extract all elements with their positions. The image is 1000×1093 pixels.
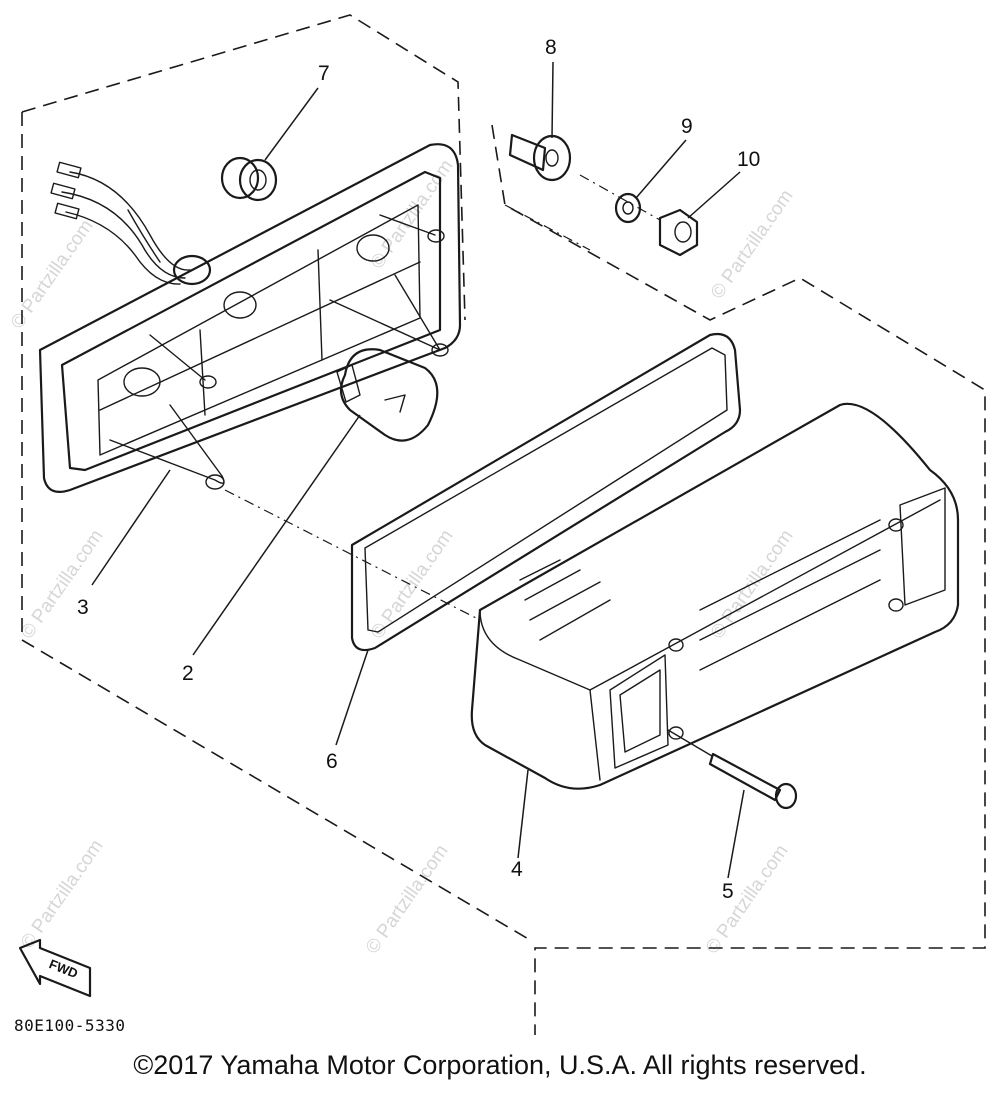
watermark: © Partzilla.com — [17, 836, 108, 953]
copyright-notice: ©2017 Yamaha Motor Corporation, U.S.A. A… — [133, 1050, 867, 1080]
watermark: © Partzilla.com — [17, 526, 108, 643]
gasket-part — [350, 332, 742, 652]
nut-part — [658, 208, 699, 257]
watermark: © Partzilla.com — [367, 156, 458, 273]
tail-light-housing — [38, 143, 462, 493]
watermark: © Partzilla.com — [702, 841, 793, 958]
callout-number: 3 — [77, 596, 89, 619]
bulb-part — [336, 348, 439, 442]
lens-part — [470, 402, 960, 790]
screw-part — [667, 729, 798, 810]
watermark: © Partzilla.com — [362, 841, 453, 958]
grommet-part — [220, 156, 278, 202]
callout-number: 8 — [545, 36, 557, 59]
callout-number: 6 — [326, 750, 338, 773]
watermark-layer: © Partzilla.com © Partzilla.com © Partzi… — [7, 156, 798, 958]
callout-number: 4 — [511, 858, 523, 881]
drawing-code: 80E100-5330 — [14, 1016, 126, 1035]
assembly-outline — [21, 14, 986, 1035]
leader-lines — [91, 61, 745, 879]
callout-number: 10 — [737, 148, 761, 171]
callout-number: 2 — [182, 662, 194, 685]
washer-part — [614, 192, 642, 224]
watermark: © Partzilla.com — [7, 216, 98, 333]
callout-number: 9 — [681, 115, 693, 138]
callout-number: 7 — [318, 62, 330, 85]
fwd-label: FWD — [47, 956, 80, 981]
callout-number: 5 — [722, 880, 734, 903]
collar-part — [508, 133, 572, 182]
